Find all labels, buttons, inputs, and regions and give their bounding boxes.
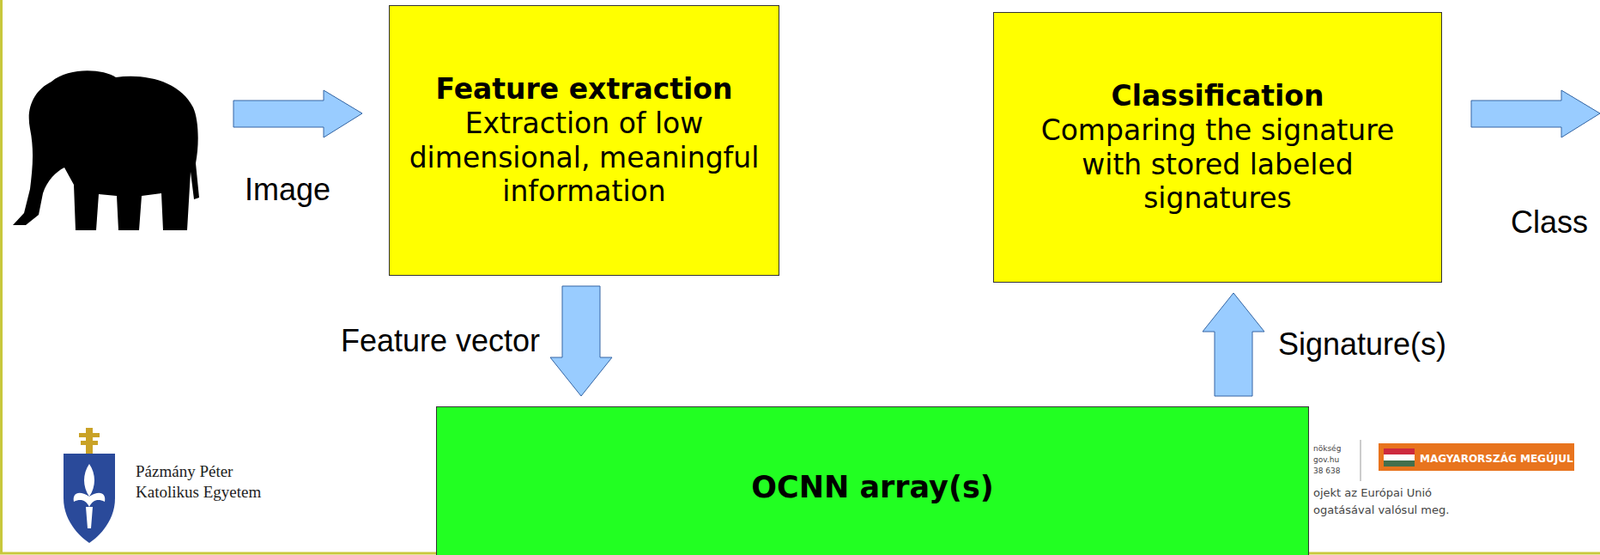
university-name: Katolikus Egyetem (135, 482, 261, 502)
funding-note: ogatásával valósul meg. (1313, 503, 1449, 516)
edge-label: Signature(s) (1278, 326, 1447, 362)
flow-label: Image (244, 171, 331, 208)
edge-label: Feature vector (340, 322, 540, 358)
flow-label: Class (1510, 204, 1588, 241)
eu-project-logo (1360, 439, 1575, 481)
university-logo (63, 427, 116, 543)
contact-text: gov.hu (1313, 454, 1340, 464)
university-name: Pázmány Péter (135, 461, 233, 480)
block-arrow (1202, 292, 1265, 396)
box-heading: OCNN array(s) (751, 468, 994, 505)
box-body: Comparing the signature with stored labe… (1028, 113, 1407, 216)
slogan-text: MAGYARORSZÁG MEGÚJUL (1419, 449, 1574, 466)
funding-note: ojekt az Európai Unió (1313, 484, 1432, 500)
process-box: ClassificationComparing the signature wi… (993, 12, 1443, 283)
edge-label: Feature vector (340, 322, 540, 359)
funding-note: ogatásával valósul meg. (1313, 501, 1449, 517)
elephant-silhouette (12, 70, 200, 231)
contact-text: 38 638 (1313, 466, 1341, 475)
slogan-text: MAGYARORSZÁG MEGÚJUL (1419, 452, 1574, 465)
university-name: Pázmány Péter (135, 461, 233, 481)
class-arrow (1471, 90, 1600, 138)
contact-text: nökség (1313, 443, 1341, 453)
university-name: Katolikus Egyetem (135, 482, 261, 501)
box-heading: Feature extraction (435, 72, 733, 107)
box-heading: Classification (1111, 78, 1325, 114)
box-body: Extraction of low dimensional, meaningfu… (403, 106, 765, 209)
process-box: Feature extractionExtraction of low dime… (388, 5, 780, 276)
contact-text: nökség (1313, 438, 1341, 455)
image-arrow (233, 90, 363, 138)
flow-label: Image (244, 171, 331, 207)
edge-label: Signature(s) (1278, 326, 1447, 363)
block-arrow (550, 285, 613, 396)
array-box: OCNN array(s) (436, 406, 1310, 555)
funding-note: ojekt az Európai Unió (1313, 485, 1432, 499)
flow-label: Class (1510, 204, 1588, 240)
